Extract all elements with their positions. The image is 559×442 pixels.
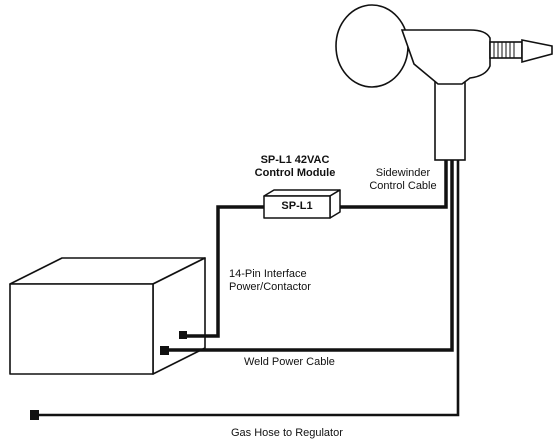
- weld-power-cable: [165, 160, 454, 352]
- spool-icon: [335, 4, 409, 88]
- gas-hose-label: Gas Hose to Regulator: [231, 427, 343, 439]
- interface-line1: 14-Pin Interface: [229, 268, 307, 280]
- interface-label: 14-Pin Interface Power/Contactor: [229, 268, 311, 294]
- module-title-line2: Control Module: [254, 167, 336, 179]
- sidewinder-line2: Control Cable: [369, 180, 437, 192]
- module-box-label: SP-L1: [281, 200, 313, 212]
- sidewinder-cable-label: Sidewinder Control Cable: [360, 167, 446, 193]
- control-module: [263, 189, 341, 219]
- power-source-box: [9, 257, 206, 375]
- module-title: SP-L1 42VAC Control Module: [240, 154, 350, 180]
- gas-hose: [34, 160, 460, 417]
- weld-power-connector: [160, 346, 169, 355]
- box-front-face: [9, 283, 154, 375]
- interface-cable: [183, 205, 264, 338]
- spool-gun: [335, 4, 553, 161]
- gas-hose-end: [30, 410, 39, 420]
- sidewinder-control-cable: [338, 160, 448, 209]
- gun-body: [400, 29, 491, 85]
- module-title-line1: SP-L1 42VAC: [260, 154, 330, 166]
- weld-power-label: Weld Power Cable: [244, 356, 335, 368]
- interface-line2: Power/Contactor: [229, 281, 311, 293]
- sidewinder-line1: Sidewinder: [375, 167, 431, 179]
- gun-nozzle: [521, 39, 553, 64]
- gun-handle: [434, 79, 466, 161]
